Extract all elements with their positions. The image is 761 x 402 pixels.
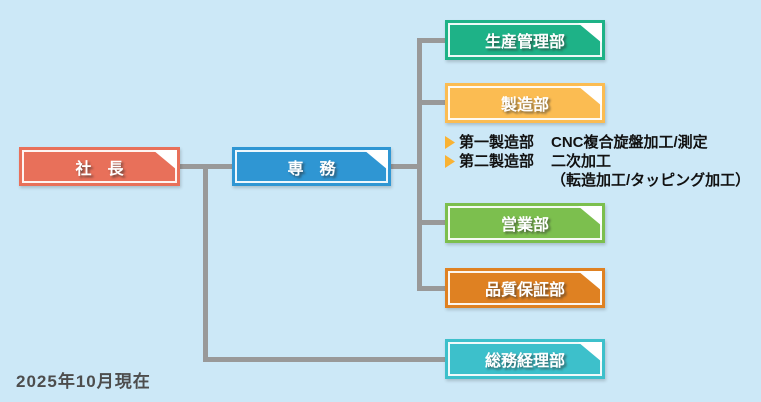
node-label-eigyobu: 営業部: [500, 217, 549, 234]
connector-stub-seisankanribu: [422, 38, 445, 43]
folded-corner-icon: [153, 150, 177, 170]
connector-somukeiribu-horizontal: [203, 357, 445, 362]
node-seisankanribu: 生産管理部: [445, 20, 605, 60]
connector-stub-eigyobu: [422, 220, 445, 225]
node-label-seisankanribu: 生産管理部: [484, 34, 565, 51]
node-label-seizobu: 製造部: [500, 97, 549, 114]
sub-item-description: CNC複合旋盤加工/測定: [551, 134, 708, 151]
sub-departments: 第一製造部 CNC複合旋盤加工/測定 第二製造部 二次加工 （転造加工/タッピング…: [445, 133, 757, 190]
node-seizobu: 製造部: [445, 83, 605, 123]
node-hinshitsuhoshobu: 品質保証部: [445, 268, 605, 308]
connector-stub-hinshitsuhoshobu: [422, 286, 445, 291]
arrow-right-icon: [445, 136, 455, 149]
arrow-right-icon: [445, 155, 455, 168]
connector-drop-somukeiribu: [203, 164, 208, 362]
sub-item-description: 二次加工 （転造加工/タッピング加工）: [551, 152, 750, 190]
sub-item-description-line2: （転造加工/タッピング加工）: [551, 172, 751, 189]
sub-item-daiichi-seizobu: 第一製造部 CNC複合旋盤加工/測定: [445, 133, 757, 152]
node-label-president: 社 長: [75, 160, 124, 178]
folded-corner-icon: [364, 150, 388, 170]
node-somukeiribu: 総務経理部: [445, 339, 605, 379]
folded-corner-icon: [578, 86, 602, 106]
node-senmu: 専 務: [232, 147, 391, 186]
node-label-senmu: 専 務: [287, 160, 336, 178]
connector-stub-seizobu: [422, 100, 445, 105]
sub-item-name: 第一製造部: [459, 134, 535, 151]
connector-trunk-vertical: [417, 38, 422, 291]
node-president: 社 長: [19, 147, 180, 186]
folded-corner-icon: [578, 271, 602, 291]
sub-item-name: 第二製造部: [459, 153, 535, 170]
node-label-somukeiribu: 総務経理部: [484, 353, 565, 370]
connector-senmu-trunk: [391, 164, 422, 169]
node-label-hinshitsuhoshobu: 品質保証部: [484, 282, 565, 299]
folded-corner-icon: [578, 206, 602, 226]
folded-corner-icon: [578, 342, 602, 362]
sub-item-description-line1: 二次加工: [551, 153, 612, 170]
sub-item-daini-seizobu: 第二製造部 二次加工 （転造加工/タッピング加工）: [445, 152, 757, 190]
folded-corner-icon: [578, 23, 602, 43]
date-note: 2025年10月現在: [16, 372, 151, 391]
node-eigyobu: 営業部: [445, 203, 605, 243]
